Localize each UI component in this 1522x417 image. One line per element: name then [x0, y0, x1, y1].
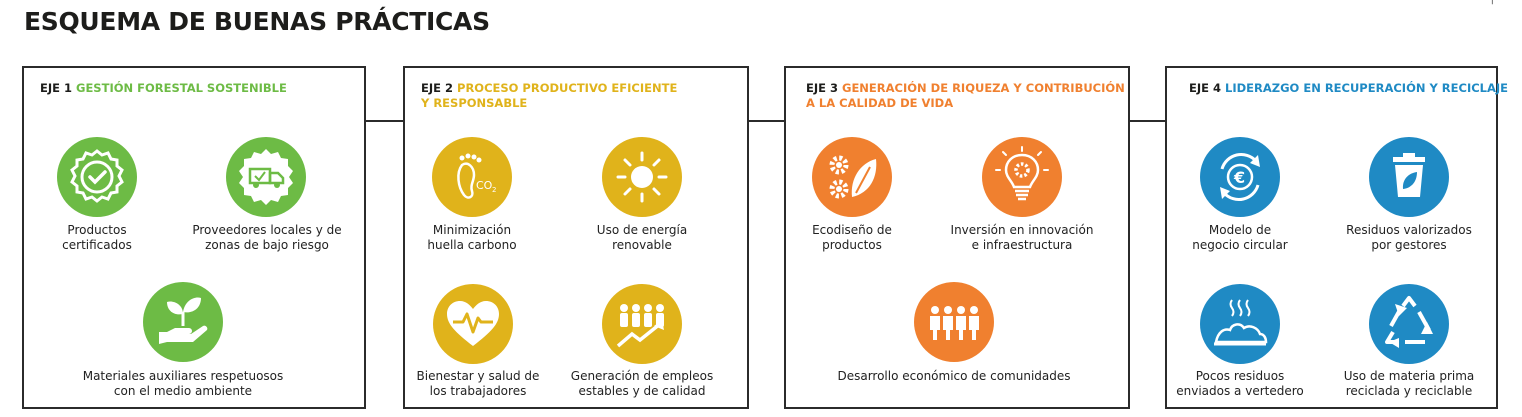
truck-badge-icon — [226, 137, 306, 217]
item-label: Materiales auxiliares respetuosos con el… — [58, 369, 308, 399]
label-line: Uso de energía — [596, 223, 688, 237]
label-line: Residuos valorizados — [1346, 223, 1472, 237]
panel-heading: EJE 3 GENERACIÓN DE RIQUEZA Y CONTRIBUCI… — [806, 81, 1136, 111]
label-line: huella carbono — [427, 238, 517, 252]
label-line: Productos — [67, 223, 127, 237]
label-line: los trabajadores — [429, 384, 527, 398]
connector-2-3 — [747, 120, 785, 122]
item-label: Productos certificados — [27, 223, 167, 253]
svg-text:2: 2 — [492, 186, 496, 194]
panel-heading: EJE 2 PROCESO PRODUCTIVO EFICIENTE Y RES… — [421, 81, 751, 111]
sun-icon — [602, 137, 682, 217]
label-line: negocio circular — [1192, 238, 1288, 252]
lightbulb-gear-icon — [982, 137, 1062, 217]
eje-number: EJE 2 — [421, 81, 453, 95]
item-label: Proveedores locales y de zonas de bajo r… — [184, 223, 350, 253]
eje-number: EJE 4 — [1189, 81, 1221, 95]
label-line: Ecodiseño de — [812, 223, 892, 237]
panel-heading: EJE 1 GESTIÓN FORESTAL SOSTENIBLE — [40, 81, 370, 96]
item-label: Uso de materia prima reciclada y recicla… — [1334, 369, 1484, 399]
eje-name: LIDERAZGO EN RECUPERACIÓN Y RECICLAJE — [1225, 81, 1509, 95]
certified-badge-icon — [57, 137, 137, 217]
item-label: Inversión en innovación e infraestructur… — [937, 223, 1107, 253]
eje-name-line2: A LA CALIDAD DE VIDA — [806, 96, 954, 110]
euro-cycle-icon: € — [1200, 137, 1280, 217]
heart-pulse-icon — [433, 284, 513, 364]
label-line: e infraestructura — [971, 238, 1073, 252]
eje-name-line1: GENERACIÓN DE RIQUEZA Y CONTRIBUCIÓN — [842, 81, 1125, 95]
label-line: Pocos residuos — [1195, 369, 1285, 383]
eje-name-line2: Y RESPONSABLE — [421, 96, 528, 110]
footprint-co2-icon: CO 2 — [432, 137, 512, 217]
label-line: enviados a vertedero — [1176, 384, 1304, 398]
item-label: Desarrollo económico de comunidades — [824, 369, 1084, 384]
label-line: Materiales auxiliares respetuosos — [82, 369, 284, 383]
item-label: Generación de empleos estables y de cali… — [562, 369, 722, 399]
svg-text:€: € — [1233, 168, 1245, 187]
label-line: productos — [822, 238, 882, 252]
eje-number: EJE 1 — [40, 81, 72, 95]
people-growth-icon — [602, 284, 682, 364]
panel-eje-1: EJE 1 GESTIÓN FORESTAL SOSTENIBLE Produc… — [22, 66, 366, 409]
item-label: Residuos valorizados por gestores — [1334, 223, 1484, 253]
label-line: Desarrollo económico de comunidades — [837, 369, 1071, 383]
label-line: certificados — [62, 238, 132, 252]
item-label: Modelo de negocio circular — [1170, 223, 1310, 253]
label-line: Minimización — [432, 223, 512, 237]
landfill-icon — [1200, 284, 1280, 364]
eje-name-line1: PROCESO PRODUCTIVO EFICIENTE — [457, 81, 678, 95]
label-line: Modelo de — [1208, 223, 1272, 237]
recycle-icon — [1369, 284, 1449, 364]
svg-text:CO: CO — [476, 179, 493, 192]
item-label: Ecodiseño de productos — [782, 223, 922, 253]
item-label: Pocos residuos enviados a vertedero — [1170, 369, 1310, 399]
connector-1-2 — [364, 120, 404, 122]
bin-leaf-icon — [1369, 137, 1449, 217]
panel-eje-4: EJE 4 LIDERAZGO EN RECUPERACIÓN Y RECICL… — [1165, 66, 1508, 409]
label-line: Generación de empleos — [570, 369, 714, 383]
eje-number: EJE 3 — [806, 81, 838, 95]
item-label: Minimización huella carbono — [407, 223, 537, 253]
label-line: estables y de calidad — [578, 384, 706, 398]
label-line: Uso de materia prima — [1343, 369, 1475, 383]
panel-heading: EJE 4 LIDERAZGO EN RECUPERACIÓN Y RECICL… — [1189, 81, 1519, 96]
label-line: reciclada y reciclable — [1345, 384, 1473, 398]
label-line: con el medio ambiente — [113, 384, 253, 398]
item-label: Bienestar y salud de los trabajadores — [408, 369, 548, 399]
label-line: Inversión en innovación — [950, 223, 1094, 237]
label-line: zonas de bajo riesgo — [205, 238, 329, 252]
label-line: Bienestar y salud de — [416, 369, 540, 383]
connector-3-4 — [1128, 120, 1166, 122]
item-label: Uso de energía renovable — [572, 223, 712, 253]
panel-eje-2: EJE 2 PROCESO PRODUCTIVO EFICIENTE Y RES… — [403, 66, 749, 409]
eje-name: GESTIÓN FORESTAL SOSTENIBLE — [76, 81, 287, 95]
label-line: renovable — [612, 238, 672, 252]
label-line: Proveedores locales y de — [192, 223, 342, 237]
page-title: ESQUEMA DE BUENAS PRÁCTICAS — [24, 7, 490, 36]
panel-eje-3: EJE 3 GENERACIÓN DE RIQUEZA Y CONTRIBUCI… — [784, 66, 1130, 409]
gears-leaf-icon — [812, 137, 892, 217]
hand-plant-icon — [143, 282, 223, 362]
community-icon — [914, 282, 994, 362]
label-line: por gestores — [1371, 238, 1447, 252]
corner-mark: | — [1491, 0, 1494, 5]
